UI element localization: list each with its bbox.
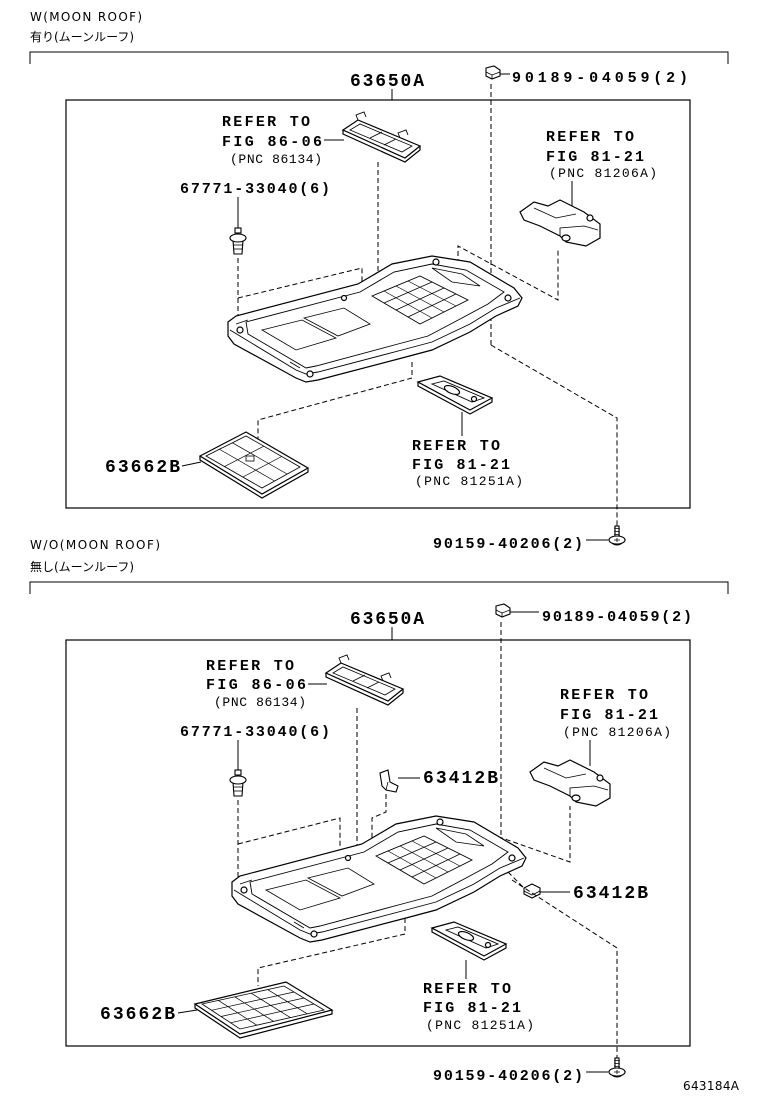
screw-assembly-line bbox=[490, 344, 618, 526]
clip-icon bbox=[485, 65, 501, 80]
ref-top-line1: REFER TO bbox=[206, 658, 294, 675]
part-label-fastener: 67771-33040(6) bbox=[180, 181, 330, 198]
part-label-lid: 63662B bbox=[100, 1005, 175, 1025]
ref-right-line2: FIG 81-21 bbox=[560, 707, 658, 724]
drawing-number: 643184A bbox=[683, 1079, 740, 1093]
fastener-icon bbox=[229, 769, 247, 797]
assembly-frame bbox=[65, 639, 691, 1047]
ref-top-line3: (PNC 86134) bbox=[214, 695, 306, 710]
part-label-clip: 90189-04059(2) bbox=[542, 609, 692, 626]
section-bracket bbox=[29, 51, 729, 64]
lid-assembly-line bbox=[257, 918, 406, 986]
lid-part bbox=[198, 431, 310, 499]
ref-right-line2: FIG 81-21 bbox=[546, 149, 644, 166]
part-label-screw: 90159-40206(2) bbox=[433, 536, 583, 553]
ref-right-line1: REFER TO bbox=[546, 129, 634, 146]
section-bracket bbox=[29, 581, 729, 594]
part-label-lid: 63662B bbox=[105, 458, 180, 478]
ref-right-part bbox=[529, 759, 611, 807]
ref-top-line2: FIG 86-06 bbox=[206, 677, 306, 694]
ref-right-line1: REFER TO bbox=[560, 687, 648, 704]
bracket-assembly-line bbox=[371, 794, 387, 852]
screw-assembly-line bbox=[511, 879, 618, 1058]
bracket-part bbox=[379, 769, 399, 793]
roof-console-tray bbox=[231, 815, 527, 943]
screw-icon bbox=[608, 525, 626, 546]
part-label-main: 63650A bbox=[350, 610, 424, 630]
ref-right-part bbox=[519, 199, 601, 247]
ref-bottom-line1: REFER TO bbox=[412, 438, 500, 455]
ref-right-line3: (PNC 81206A) bbox=[563, 725, 671, 740]
section-title: W/O(MOON ROOF) bbox=[30, 538, 160, 552]
side-clip-icon bbox=[523, 883, 541, 899]
section-with-moon-roof: W(MOON ROOF) 有り(ムーンルーフ) 63650A 90189-040… bbox=[29, 10, 729, 553]
clip-icon bbox=[495, 603, 511, 618]
section-without-moon-roof: W/O(MOON ROOF) 無し(ムーンルーフ) 63650A 90189-0… bbox=[29, 538, 729, 1085]
ref-right-line3: (PNC 81206A) bbox=[549, 166, 657, 181]
section-title: W(MOON ROOF) bbox=[30, 10, 142, 24]
fastener-position-line bbox=[237, 817, 341, 848]
ref-top-line2: FIG 86-06 bbox=[222, 134, 322, 151]
lid-leader bbox=[181, 461, 202, 467]
part-label-bracket: 63412B bbox=[423, 769, 498, 789]
lid-part bbox=[193, 981, 334, 1039]
part-label-side-clip: 63412B bbox=[573, 884, 648, 904]
lid-leader bbox=[177, 1009, 198, 1014]
ref-bottom-line1: REFER TO bbox=[423, 981, 511, 998]
ref-top-line1: REFER TO bbox=[222, 114, 310, 131]
assembly-frame bbox=[65, 99, 691, 509]
ref-bottom-part bbox=[431, 921, 507, 961]
ref-bottom-line3: (PNC 81251A) bbox=[415, 474, 523, 489]
ref-bottom-line2: FIG 81-21 bbox=[423, 1000, 521, 1017]
roof-console-tray bbox=[227, 255, 523, 383]
ref-top-part bbox=[342, 111, 421, 163]
section-title-ja: 有り(ムーンルーフ) bbox=[30, 30, 134, 44]
ref-bottom-line2: FIG 81-21 bbox=[412, 457, 510, 474]
ref-top-part bbox=[325, 654, 404, 706]
ref-bottom-part bbox=[417, 375, 493, 415]
part-label-clip: 90189-04059(2) bbox=[512, 70, 688, 87]
fastener-icon bbox=[229, 227, 247, 255]
part-label-main: 63650A bbox=[350, 72, 424, 92]
ref-top-line3: (PNC 86134) bbox=[230, 152, 322, 167]
ref-bottom-line3: (PNC 81251A) bbox=[426, 1018, 534, 1033]
section-title-ja: 無し(ムーンルーフ) bbox=[30, 559, 134, 574]
lid-assembly-line bbox=[257, 362, 413, 440]
part-label-screw: 90159-40206(2) bbox=[433, 1068, 583, 1085]
screw-icon bbox=[608, 1057, 626, 1078]
side-clip-assembly-line bbox=[507, 871, 525, 889]
part-label-fastener: 67771-33040(6) bbox=[180, 724, 330, 741]
